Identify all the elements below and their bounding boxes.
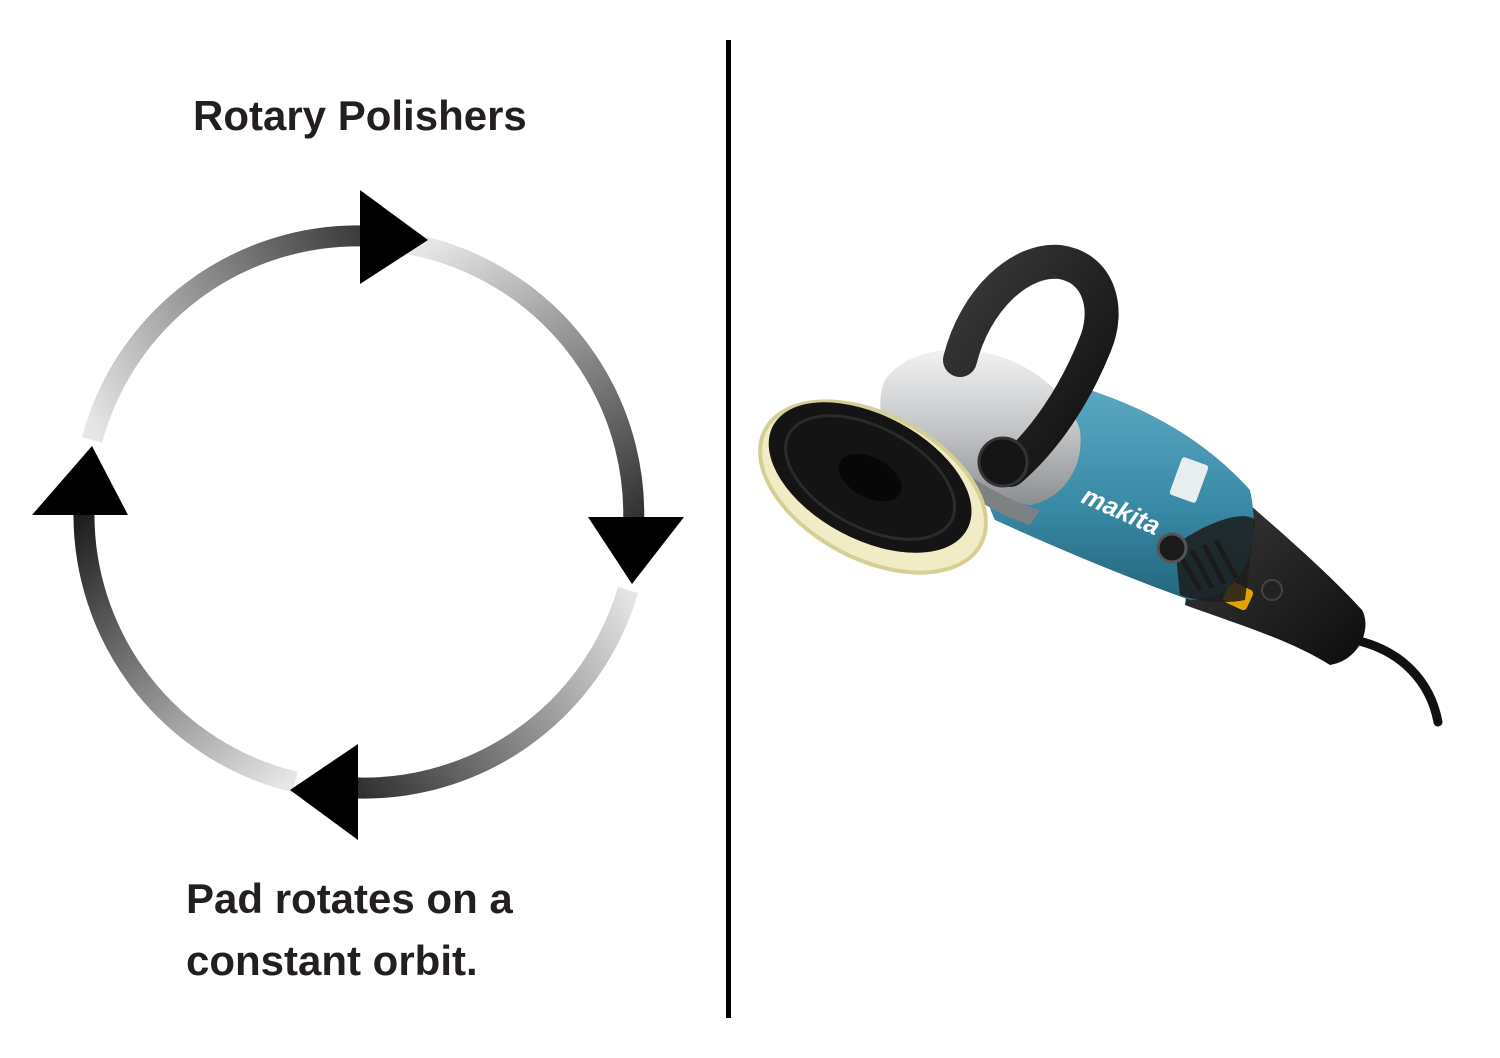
polishing-pad — [758, 399, 988, 575]
arc-segment-bottom — [339, 587, 639, 799]
arrowhead-right-icon — [588, 517, 684, 584]
rotation-caption: Pad rotates on a constant orbit. — [186, 868, 513, 992]
arrowhead-left-icon — [32, 446, 128, 515]
speed-dial — [1156, 532, 1188, 564]
loop-handle — [943, 244, 1119, 487]
panel-divider — [726, 40, 731, 1018]
label-plate — [1169, 457, 1209, 503]
arc-segment-top — [81, 225, 366, 443]
arrowhead-bottom-icon — [290, 744, 358, 840]
caption-line-1: Pad rotates on a — [186, 875, 513, 922]
rotation-cycle-diagram — [32, 190, 684, 840]
arrowhead-top-icon — [360, 190, 428, 284]
arc-segment-right — [408, 233, 645, 547]
arc-segment-left — [73, 509, 298, 793]
handle-knob — [977, 436, 1029, 488]
lock-button — [1261, 579, 1283, 601]
power-cord — [1350, 635, 1443, 727]
diagram-title: Rotary Polishers — [193, 92, 527, 139]
caption-line-2: constant orbit. — [186, 937, 478, 984]
